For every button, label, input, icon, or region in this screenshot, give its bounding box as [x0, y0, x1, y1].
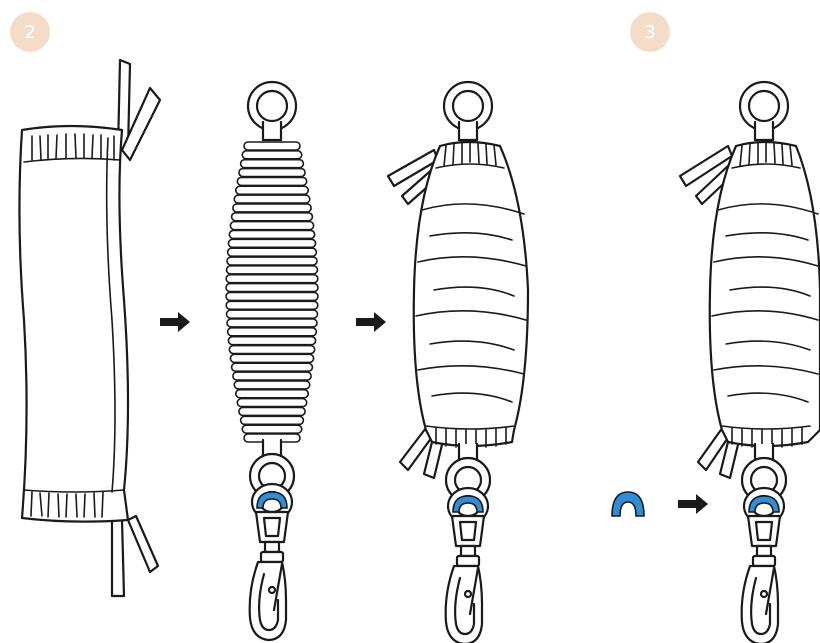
coil-loop	[226, 275, 318, 283]
coil-loop	[229, 346, 314, 354]
coil-loop	[228, 328, 317, 336]
coil-loop	[239, 407, 305, 415]
coil-loop	[227, 310, 318, 318]
coil-loop	[227, 257, 317, 265]
coil-loop	[237, 177, 306, 185]
spring-cord-icon	[226, 82, 318, 640]
coil-loop	[237, 399, 306, 407]
coil-loop	[226, 284, 318, 292]
sleeve-icon	[19, 60, 160, 596]
coil-loop	[242, 425, 301, 433]
coil-loop	[244, 142, 300, 150]
coil-loop	[241, 160, 304, 168]
coil-loop	[229, 230, 314, 238]
coil-loop	[226, 292, 318, 300]
coil-loop	[239, 169, 305, 177]
arrow-right-icon	[160, 312, 190, 332]
coil-loop	[227, 319, 317, 327]
coil-loop	[236, 390, 308, 398]
coil-loop	[232, 363, 313, 371]
coil-loop	[230, 354, 313, 362]
coil-loop	[230, 222, 313, 230]
coil-loop	[228, 248, 317, 256]
coil-loop	[236, 186, 308, 194]
coil-loop	[241, 416, 304, 424]
blue-clip-icon	[612, 492, 644, 516]
coil-loop	[242, 151, 301, 159]
coil-loop	[234, 195, 309, 203]
coil-loop	[228, 337, 315, 345]
coil-loop	[234, 381, 309, 389]
coil-loop	[233, 372, 311, 380]
coil-loop	[232, 213, 313, 221]
coil-loop	[233, 204, 311, 212]
coil-loop	[226, 301, 318, 309]
arrow-right-icon	[678, 494, 708, 514]
arrow-right-icon	[356, 312, 386, 332]
wrapped-cord-icon	[680, 82, 820, 643]
coil-loop	[228, 239, 315, 247]
wrapped-cord-icon	[388, 82, 528, 643]
coil-loop	[227, 266, 318, 274]
